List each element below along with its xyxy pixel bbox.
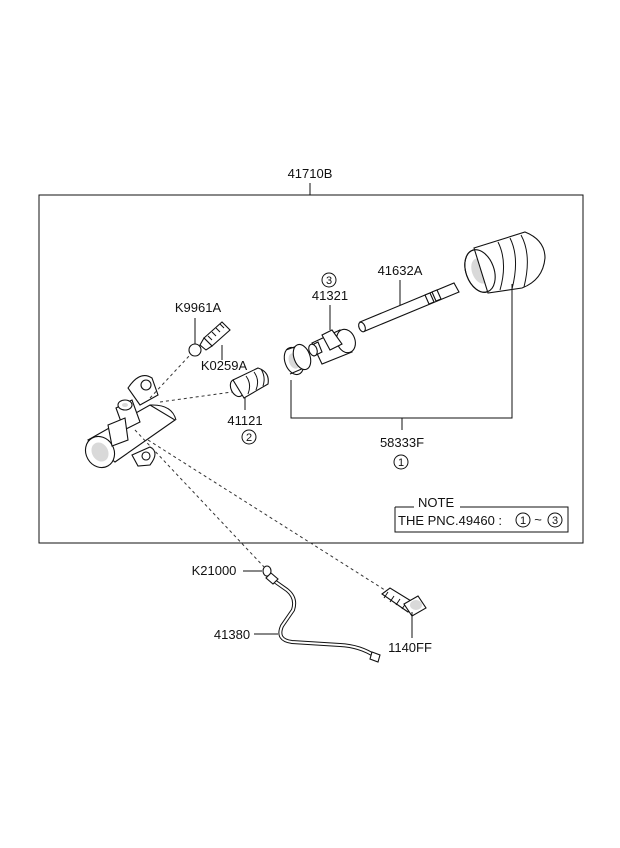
svg-text:3: 3 xyxy=(326,275,332,287)
label-41632a: 41632A xyxy=(378,263,423,278)
label-41321: 41321 xyxy=(312,288,348,303)
bleeder-cap-k9961a xyxy=(188,318,202,357)
circled-ref-1: 1 xyxy=(393,454,409,470)
label-1140ff: 1140FF xyxy=(388,640,432,655)
label-58333f: 58333F xyxy=(380,435,424,450)
leader-cap xyxy=(149,354,191,399)
bolt-1140ff xyxy=(381,587,427,638)
leader-bolt xyxy=(147,439,389,593)
svg-text:1: 1 xyxy=(398,457,404,469)
large-boot xyxy=(464,231,546,294)
leader-k21000 xyxy=(134,429,266,569)
bleeder-screw-k0259a xyxy=(199,321,231,360)
label-k0259a: K0259A xyxy=(201,358,248,373)
label-41121: 41121 xyxy=(227,413,262,428)
slave-cylinder xyxy=(84,375,177,469)
seal-ring xyxy=(283,343,312,376)
push-rod-41632a xyxy=(358,280,460,333)
hose-41380 xyxy=(254,572,381,663)
note-from: 1 xyxy=(520,515,526,527)
fitting-k21000 xyxy=(243,565,272,577)
note-title: NOTE xyxy=(418,495,454,510)
note-text: THE PNC.49460 : xyxy=(398,513,502,528)
label-41380: 41380 xyxy=(214,627,250,642)
leader-boot xyxy=(159,391,233,403)
note-box: NOTE THE PNC.49460 : 1 ~ 3 xyxy=(394,495,569,533)
svg-text:2: 2 xyxy=(246,432,252,444)
label-k21000: K21000 xyxy=(192,563,237,578)
note-tilde: ~ xyxy=(534,512,542,527)
label-k9961a: K9961A xyxy=(175,300,222,315)
piston-41321 xyxy=(308,305,356,365)
boot-41121 xyxy=(229,367,269,410)
circled-ref-3: 3 xyxy=(321,272,337,288)
circled-ref-2: 2 xyxy=(241,429,257,445)
note-to: 3 xyxy=(552,515,558,527)
label-41710b: 41710B xyxy=(288,166,333,181)
